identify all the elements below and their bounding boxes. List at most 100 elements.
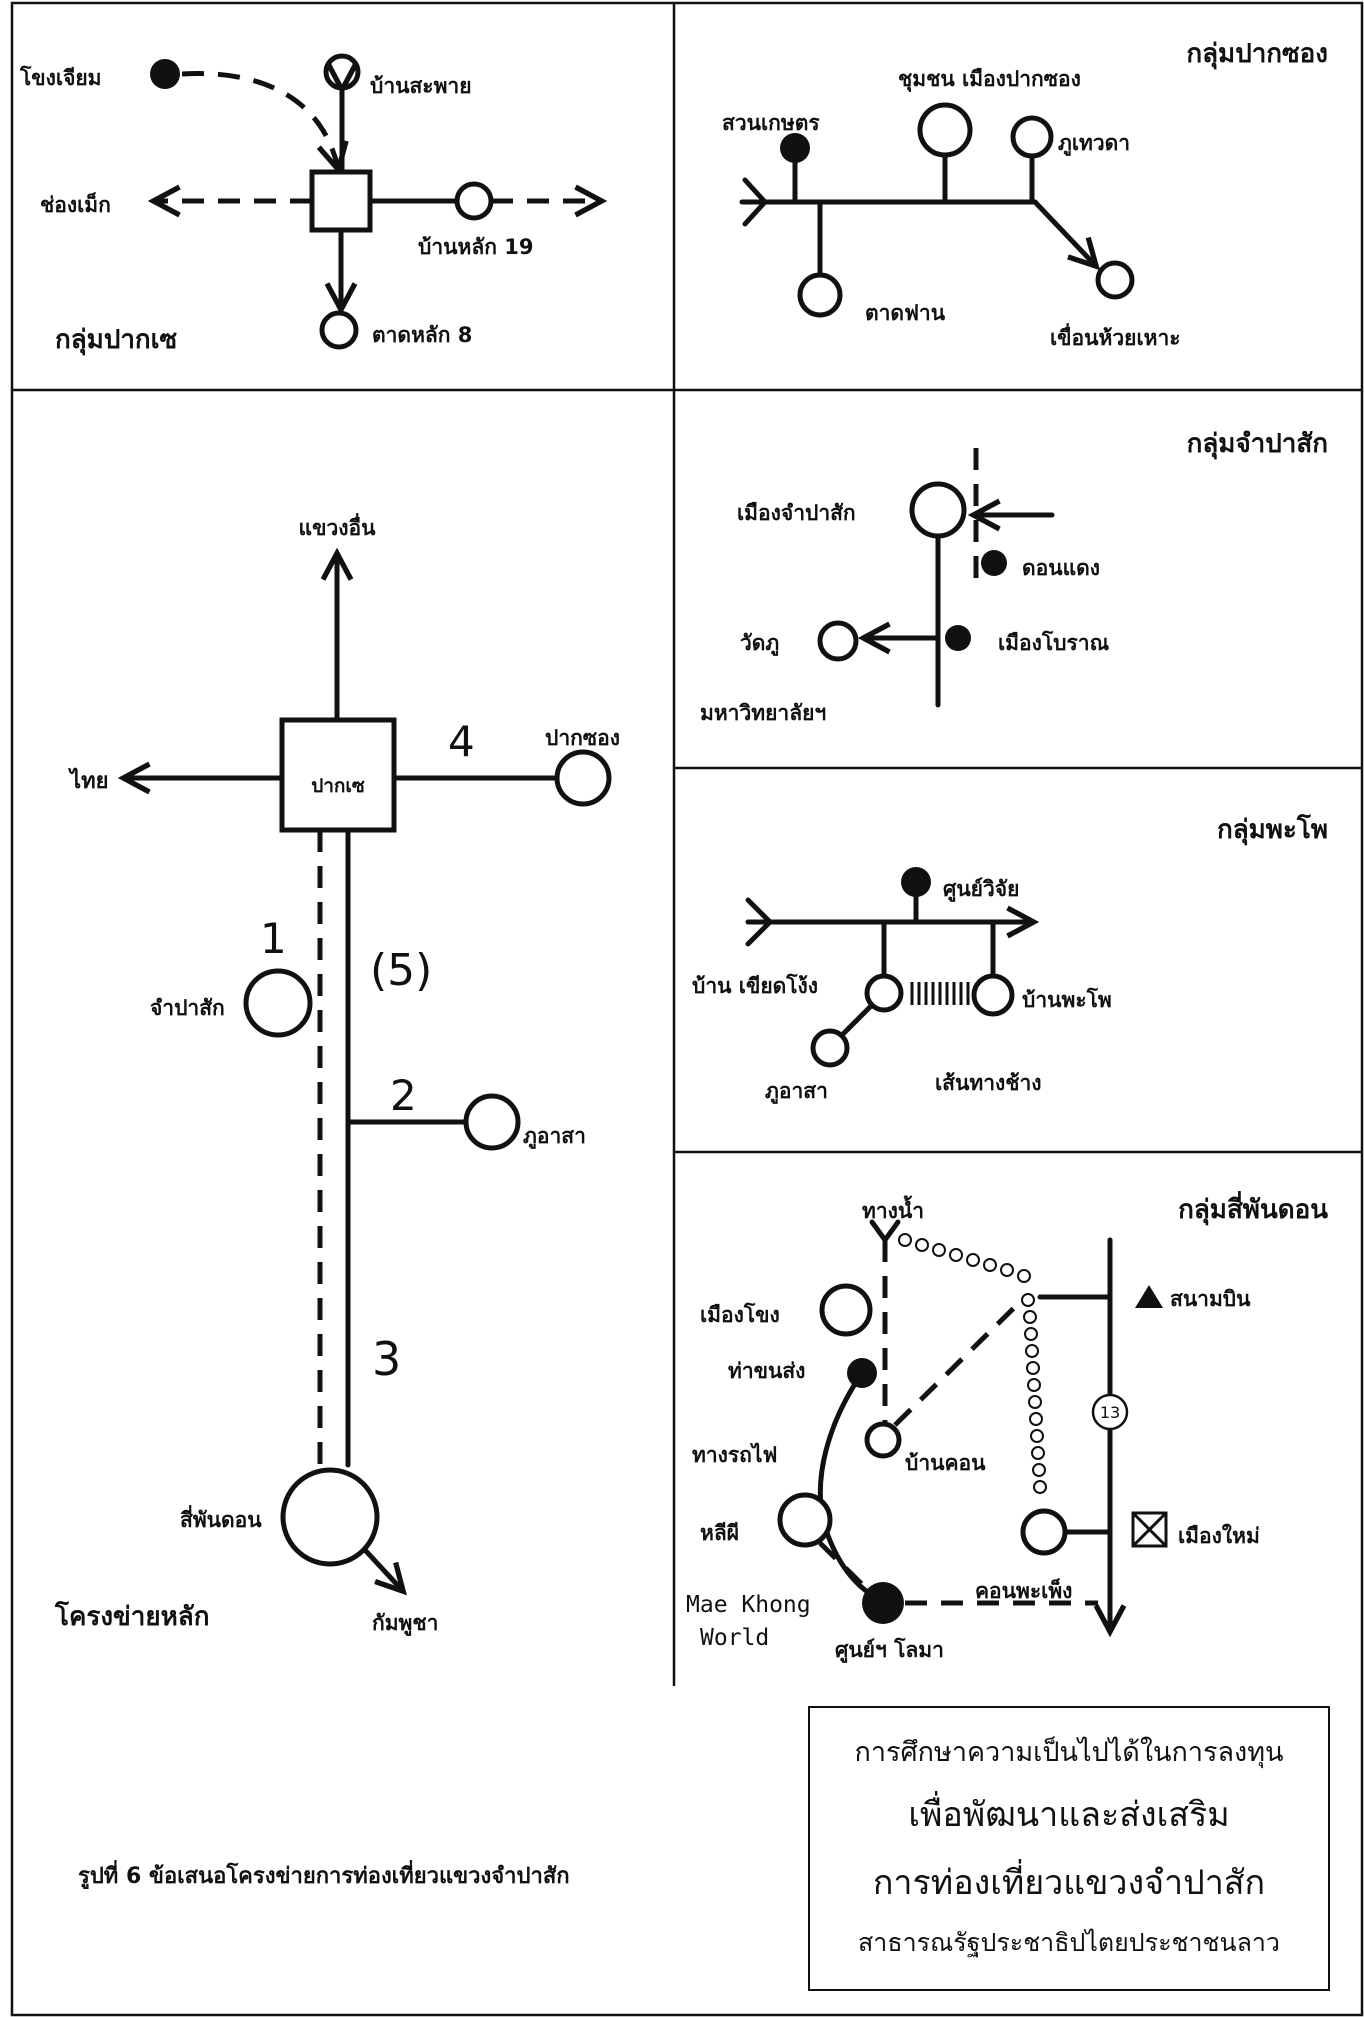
mueang-champasak-label: เมืองจำปาสัก	[737, 501, 856, 525]
figure-caption: รูปที่ 6 ข้อเสนอโครงข่ายการท่องเที่ยวแขว…	[78, 1859, 570, 1890]
phu-asa-label: ภูอาสา	[765, 1079, 828, 1105]
mueang-khong-label: เมืองโขง	[700, 1302, 780, 1327]
ban-lak-19-node	[454, 181, 494, 221]
elephant-trail-label: เส้นทางช้าง	[935, 1071, 1042, 1095]
khuean-label: เขื่อนห้วยเหาะ	[1050, 322, 1181, 350]
panel-champasak-group: กลุ่มจำปาสัก เมืองจำปาสัก ดอนแดง วัดภู เ…	[700, 429, 1328, 725]
khuean-node	[1095, 260, 1135, 300]
route-13-shield	[1091, 1393, 1129, 1431]
pakxong-node	[554, 749, 612, 807]
si-phan-don-label: สี่พันดอน	[180, 1504, 262, 1532]
phu-thewada-label: ภูเทวดา	[1058, 131, 1130, 157]
project-info-box: การศึกษาความเป็นไปได้ในการลงทุน เพื่อพัฒ…	[808, 1706, 1330, 1991]
pakse-label: ปากเซ	[311, 775, 365, 797]
suan-kaset-label: สวนเกษตร	[722, 111, 820, 135]
elephant-trail	[910, 982, 970, 1005]
phu-thewada-node	[1010, 115, 1054, 159]
mueang-boran-node	[945, 625, 971, 651]
panel-phapho-group: กลุ่มพะโพ ศูนย์วิจัย บ้าน เขียดโง้ง บ้าน…	[692, 813, 1328, 1105]
airport-node	[1135, 1285, 1163, 1308]
railway-label: ทางรถไฟ	[692, 1442, 777, 1467]
pakse-hub	[279, 717, 397, 833]
tha-khon-song-node	[847, 1358, 877, 1388]
suan-kaset-node	[780, 133, 810, 163]
panel-borders	[10, 1, 1364, 2017]
info-line-2: เพื่อพัฒนาและส่งเสริม	[908, 1795, 1230, 1835]
route-4-number: 4	[448, 717, 475, 766]
khon-phapheng-label: คอนพะเพ็ง	[975, 1577, 1072, 1603]
panel-pakxong-group: กลุ่มปากซอง สวนเกษตร ชุมชน เมืองปากซอง ภ…	[722, 39, 1328, 350]
khong-chiam-route	[181, 71, 338, 168]
route-1-number: 1	[260, 914, 287, 963]
panel-title: กลุ่มพะโพ	[1217, 813, 1328, 846]
mae-khong-label-1: Mae Khong	[686, 1592, 811, 1618]
thailand-label: ไทย	[68, 767, 108, 794]
chumchon-label: ชุมชน เมืองปากซอง	[898, 67, 1081, 93]
chong-mek-label: ช่องเม็ก	[40, 191, 111, 217]
talat-lak-8-label: ตาดหลัก 8	[372, 323, 472, 347]
other-provinces-label: แขวงอื่น	[299, 512, 377, 540]
airport-label: สนามบิน	[1170, 1287, 1251, 1311]
waterway-label: ทางน้ำ	[862, 1195, 924, 1223]
route-3-number: 3	[372, 1332, 401, 1386]
ban-saphai-node	[323, 53, 361, 91]
ban-khon-node	[864, 1421, 902, 1459]
panel-siphandon-group: กลุ่มสี่พันดอน ทางน้ำ เมืองโขง สนามบิน ท…	[686, 1190, 1328, 1664]
info-line-4: สาธารณรัฐประชาธิปไตยประชาชนลาว	[858, 1928, 1280, 1957]
ban-saphai-label: บ้านสะพาย	[370, 74, 472, 98]
cambodia-label: กัมพูชา	[372, 1611, 438, 1637]
panel-main-network: แขวงอื่น ไทย ปากเซ ปากซอง 4 1 (5) 2 3 จำ…	[54, 512, 620, 1637]
talat-lak-8-node	[319, 310, 359, 350]
tat-fan-label: ตาดฟาน	[865, 301, 946, 325]
mueang-mai-label: เมืองใหม่	[1178, 1523, 1260, 1548]
champasak-label: จำปาสัก	[150, 996, 225, 1020]
route-5-number: (5)	[370, 945, 432, 996]
phu-asa-small-node	[810, 1028, 850, 1068]
dotted-route	[898, 1233, 1047, 1494]
li-phi-node	[777, 1492, 833, 1548]
university-label: มหาวิทยาลัยฯ	[700, 701, 826, 725]
tat-fan-node	[797, 272, 843, 318]
ban-khon-label: บ้านคอน	[905, 1451, 986, 1475]
info-line-1: การศึกษาความเป็นไปได้ในการลงทุน	[854, 1737, 1284, 1768]
research-center-node	[901, 867, 931, 897]
mueang-champasak-node	[909, 481, 967, 539]
mae-khong-label-2: World	[700, 1625, 769, 1651]
don-daeng-label: ดอนแดง	[1022, 556, 1100, 580]
center-lomma-node	[862, 1582, 904, 1624]
center-lomma-label: ศูนย์ฯ โลมา	[835, 1637, 944, 1664]
panel-title: กลุ่มจำปาสัก	[1187, 429, 1328, 460]
pakxong-label: ปากซอง	[545, 726, 620, 750]
li-phi-label: หลีผี	[700, 1521, 739, 1545]
wat-phu-label: วัดภู	[740, 631, 779, 657]
ban-kiat-ngong-node	[864, 973, 904, 1013]
mueang-khong-node	[819, 1283, 873, 1337]
panel-title: กลุ่มปากเซ	[55, 325, 178, 356]
ban-phapho-node	[971, 973, 1015, 1017]
khong-chiam-node	[150, 59, 180, 89]
ban-lak-19-label: บ้านหลัก 19	[418, 235, 533, 259]
info-line-3: การท่องเที่ยวแขวงจำปาสัก	[872, 1863, 1266, 1903]
chumchon-node	[917, 102, 973, 158]
ban-phapho-label: บ้านพะโพ	[1022, 987, 1112, 1012]
railway-route	[817, 1370, 878, 1600]
tha-khon-song-label: ท่าขนส่ง	[728, 1359, 805, 1383]
pakse-node-small	[309, 169, 373, 233]
route-13-label: 13	[1100, 1403, 1120, 1422]
mueang-mai-node	[1131, 1511, 1168, 1548]
mueang-mai-small-node	[1020, 1508, 1068, 1556]
phu-asa-node	[463, 1093, 521, 1151]
mueang-boran-label: เมืองโบราณ	[998, 630, 1110, 655]
khong-chiam-label: โขงเจียม	[19, 65, 102, 90]
panel-pakse-group: โขงเจียม บ้านสะพาย ช่องเม็ก บ้านหลัก 19 …	[19, 53, 600, 356]
champasak-node	[243, 968, 313, 1038]
si-phan-don-node	[280, 1467, 380, 1567]
ban-kiat-ngong-label: บ้าน เขียดโง้ง	[692, 973, 818, 998]
don-daeng-node	[981, 550, 1007, 576]
route-2-number: 2	[390, 1071, 417, 1120]
research-center-label: ศูนย์วิจัย	[943, 877, 1019, 903]
phu-asa-label: ภูอาสา	[523, 1124, 586, 1150]
wat-phu-node	[817, 620, 859, 662]
panel-title: กลุ่มสี่พันดอน	[1178, 1190, 1328, 1226]
